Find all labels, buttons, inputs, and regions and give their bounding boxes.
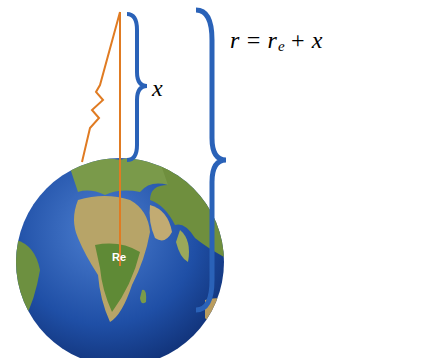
formula-label: + x xyxy=(290,28,323,52)
radius-label: Re xyxy=(112,252,126,263)
tether-line xyxy=(82,12,120,162)
dimension-label: x xyxy=(152,76,163,100)
brace xyxy=(196,10,226,310)
brace xyxy=(127,14,147,160)
formula-subscript: e xyxy=(278,39,285,54)
formula-label: r = r xyxy=(230,28,277,52)
radius-line xyxy=(119,12,121,266)
